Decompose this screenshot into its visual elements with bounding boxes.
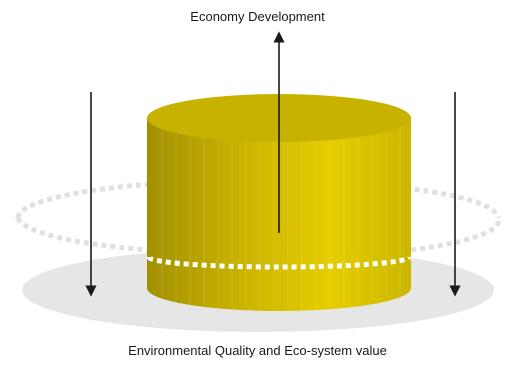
dotted-ring-back (15, 177, 501, 219)
dotted-ring-front-left (15, 217, 148, 253)
dotted-band (146, 255, 412, 270)
economy-development-label: Economy Development (190, 9, 325, 24)
dotted-ring-front-right (410, 216, 502, 253)
cylinder-facets (161, 120, 401, 311)
environmental-quality-label: Environmental Quality and Eco-system val… (128, 343, 387, 358)
